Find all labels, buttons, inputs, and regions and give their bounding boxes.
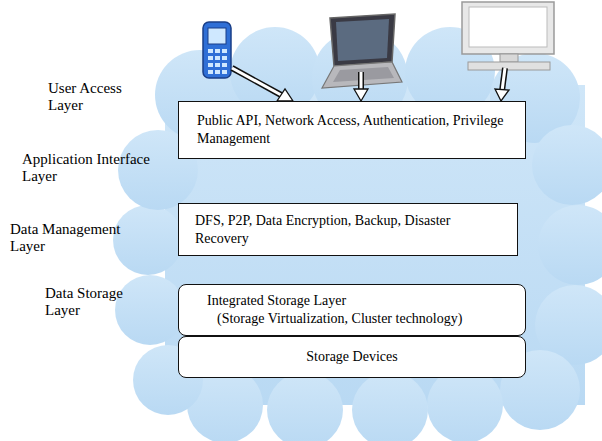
cloud-shape <box>113 27 602 441</box>
layer-box: Public API, Network Access, Authenticati… <box>178 101 526 159</box>
layer-box: Integrated Storage Layer(Storage Virtual… <box>178 284 526 336</box>
phone-icon <box>203 22 231 78</box>
box-text: Public API, Network Access, Authenticati… <box>189 112 515 148</box>
box-text: Integrated Storage Layer <box>189 292 515 310</box>
box-text: DFS, P2P, Data Encryption, Backup, Disas… <box>189 212 507 248</box>
layer-label: Data Storage Layer <box>45 285 150 319</box>
box-text: (Storage Virtualization, Cluster technol… <box>189 310 515 328</box>
layer-box: DFS, P2P, Data Encryption, Backup, Disas… <box>178 203 518 256</box>
access-arrows <box>232 68 509 101</box>
layer-label: Data Management Layer <box>10 221 150 255</box>
layer-box: Storage Devices <box>178 336 526 378</box>
layer-label: Application Interface Layer <box>22 151 172 185</box>
desktop-icon <box>462 2 554 70</box>
box-text: Storage Devices <box>189 348 515 366</box>
layer-label: User Access Layer <box>48 80 140 114</box>
